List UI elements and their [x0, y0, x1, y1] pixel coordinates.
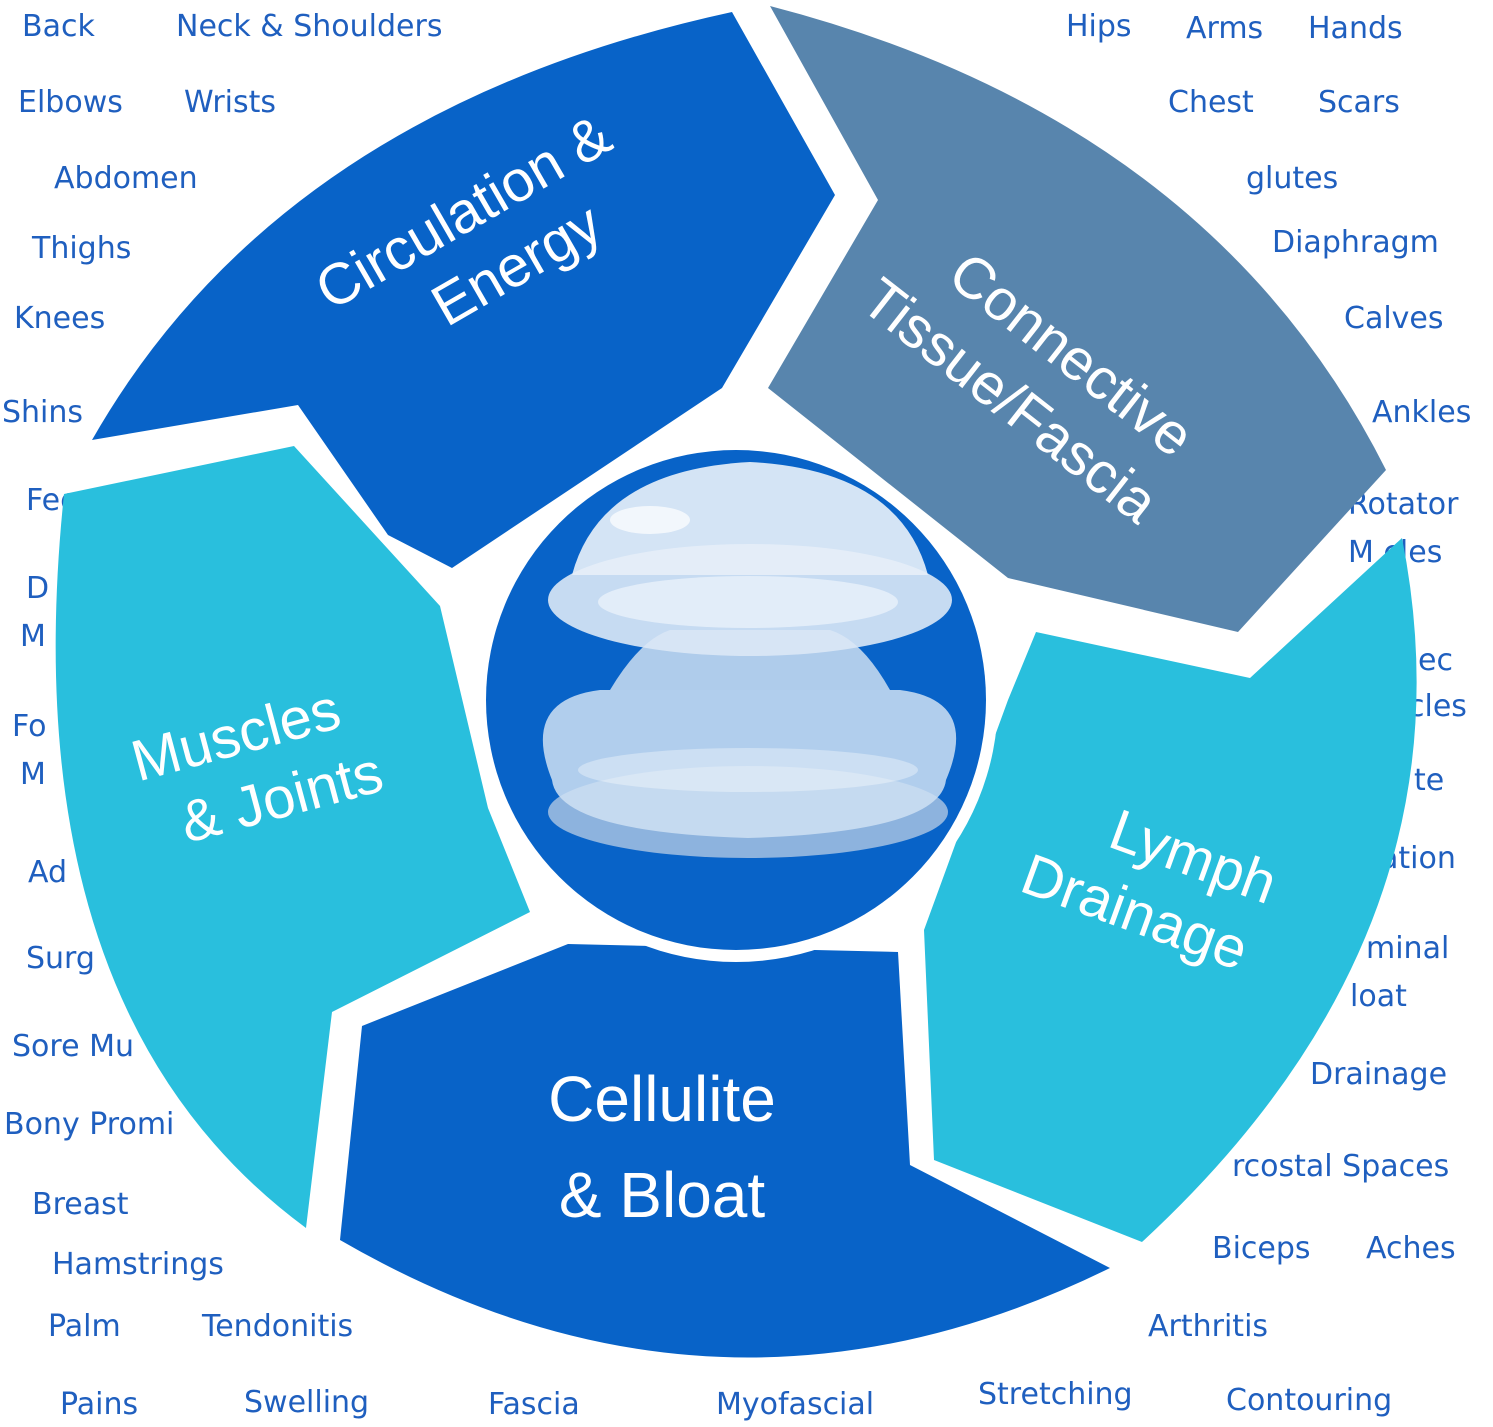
- silicone-cup-icon: [542, 462, 957, 858]
- segment-connective-tissue: [768, 6, 1386, 632]
- label-hips: Hips: [1066, 9, 1132, 44]
- label-arthritis: Arthritis: [1148, 1309, 1269, 1344]
- label-wrists: Wrists: [184, 85, 277, 120]
- segment-lymph-drainage: [924, 538, 1417, 1242]
- label-elbows: Elbows: [18, 85, 123, 120]
- label-fo-partial: Fo: [12, 709, 47, 744]
- label-pains: Pains: [60, 1387, 139, 1422]
- label-neck-shoulders: Neck & Shoulders: [176, 9, 443, 44]
- segment-circulation-energy: [92, 12, 835, 568]
- segment-cellulite-bloat: [340, 944, 1110, 1358]
- label-aches: Aches: [1366, 1231, 1456, 1266]
- label-myofascial: Myofascial: [716, 1387, 875, 1422]
- label-fascia: Fascia: [488, 1387, 580, 1422]
- label-knees: Knees: [14, 301, 106, 336]
- segment-cellulite-text-1: Cellulite: [548, 1063, 776, 1135]
- label-cles-partial-1: cles: [1408, 689, 1467, 724]
- label-swelling: Swelling: [244, 1385, 370, 1420]
- label-rotator: Rotator: [1348, 487, 1459, 522]
- label-abdominal-partial: minal: [1366, 931, 1450, 966]
- label-shins: Shins: [2, 395, 84, 430]
- label-surg-partial: Surg: [26, 941, 95, 976]
- label-bony-prominences-partial: Bony Promi: [4, 1107, 175, 1142]
- label-breast: Breast: [32, 1187, 129, 1222]
- label-palm: Palm: [48, 1309, 121, 1344]
- label-ankles: Ankles: [1372, 395, 1472, 430]
- label-intercostal-partial: rcostal Spaces: [1232, 1149, 1450, 1184]
- label-glutes: glutes: [1246, 161, 1339, 196]
- label-chest: Chest: [1168, 85, 1254, 120]
- label-hands: Hands: [1308, 11, 1403, 46]
- label-thighs: Thighs: [32, 231, 132, 266]
- label-arms: Arms: [1186, 11, 1264, 46]
- label-m-partial-2: M: [20, 757, 46, 792]
- label-stretching: Stretching: [978, 1377, 1133, 1412]
- label-contouring: Contouring: [1226, 1383, 1393, 1418]
- label-scars: Scars: [1318, 85, 1400, 120]
- label-sore-muscles-partial: Sore Mu: [12, 1029, 134, 1064]
- label-d-partial: D: [26, 571, 50, 606]
- label-abdomen: Abdomen: [54, 161, 198, 196]
- label-diaphragm: Diaphragm: [1272, 225, 1439, 260]
- segment-muscles-joints: [55, 446, 530, 1228]
- segment-cellulite-text-2: & Bloat: [559, 1159, 766, 1231]
- label-tendonitis: Tendonitis: [202, 1309, 354, 1344]
- label-ec-partial: ec: [1418, 643, 1453, 678]
- label-back: Back: [22, 9, 95, 44]
- label-calves: Calves: [1344, 301, 1444, 336]
- label-biceps: Biceps: [1212, 1231, 1311, 1266]
- label-hamstrings: Hamstrings: [52, 1247, 224, 1282]
- label-drainage-partial: Drainage: [1310, 1057, 1448, 1092]
- label-m-partial-1: M: [20, 619, 46, 654]
- label-bloat-partial: loat: [1350, 979, 1407, 1014]
- label-te-partial: te: [1414, 763, 1445, 798]
- label-ad-partial: Ad: [28, 855, 68, 890]
